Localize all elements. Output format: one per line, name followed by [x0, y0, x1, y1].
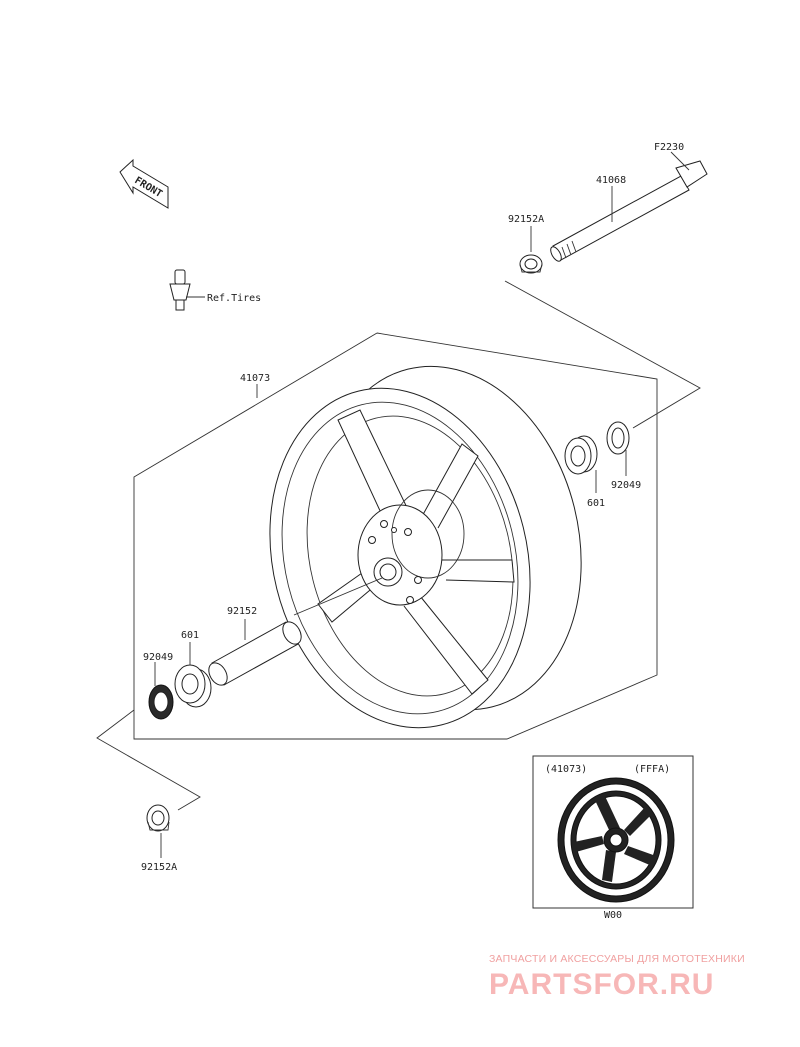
- label-spacer: 92152: [227, 606, 257, 617]
- label-f2230: F2230: [654, 142, 684, 153]
- label-seal-right: 92049: [611, 480, 641, 491]
- inset-part-number: (41073): [545, 764, 587, 775]
- label-bearing-right: 601: [587, 498, 605, 509]
- label-collar-bottom: 92152A: [141, 862, 177, 873]
- label-ref-tires: Ref.Tires: [207, 293, 261, 304]
- seal-right-part: [606, 421, 630, 455]
- front-arrow-icon: FRONT: [119, 158, 169, 209]
- bearing-right-part: [564, 435, 598, 475]
- variant-inset: (41073) (FFFA) W00: [532, 755, 694, 921]
- collar-bottom-part: [146, 804, 170, 832]
- seal-left-part: [148, 684, 174, 720]
- label-wheel: 41073: [240, 373, 270, 384]
- watermark-logo: PARTSFOR.RU: [489, 968, 714, 1001]
- axle-part: [550, 160, 708, 262]
- tire-valve-part: [169, 269, 191, 311]
- label-seal-left: 92049: [143, 652, 173, 663]
- front-wheel-part: [269, 365, 582, 729]
- collar-top-part: [519, 254, 543, 274]
- label-axle: 41068: [596, 175, 626, 186]
- bearing-left-part: [174, 664, 212, 708]
- label-bearing-left: 601: [181, 630, 199, 641]
- watermark: ЗАПЧАСТИ И АКСЕССУАРЫ ДЛЯ МОТОТЕХНИКИ PA…: [489, 953, 745, 1001]
- assembly-outline: [96, 280, 701, 811]
- watermark-subtitle: ЗАПЧАСТИ И АКСЕССУАРЫ ДЛЯ МОТОТЕХНИКИ: [489, 953, 745, 965]
- spacer-part: [208, 621, 302, 686]
- inset-variant-code: (FFFA): [634, 764, 670, 775]
- inset-color-code: W00: [604, 910, 622, 921]
- label-collar-top: 92152A: [508, 214, 544, 225]
- inset-wheel-icon: [557, 777, 675, 903]
